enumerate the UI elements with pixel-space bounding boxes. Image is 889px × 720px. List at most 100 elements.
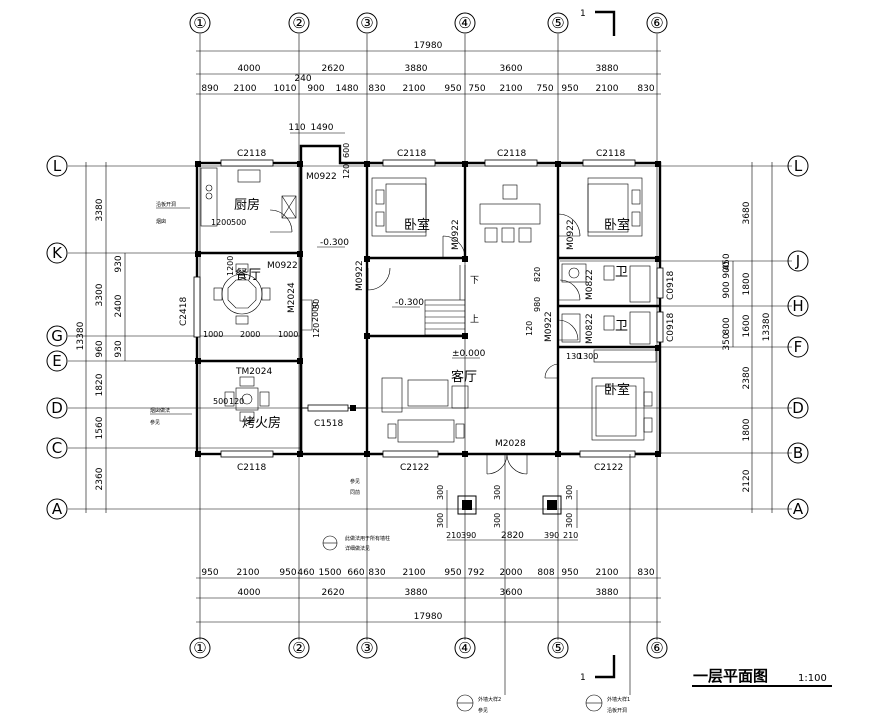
- svg-text:D: D: [792, 399, 804, 417]
- row-axis-markers-right: L J H F D B A: [787, 155, 809, 520]
- svg-text:950: 950: [444, 84, 461, 94]
- axis-marker-2-bottom: ②: [288, 637, 310, 659]
- svg-text:M0922: M0922: [451, 219, 461, 250]
- axis-marker-J-right: J: [787, 250, 809, 272]
- misc-dimensions: 120 600 1200 500 1000 2000 1000 500 120 …: [203, 143, 598, 541]
- svg-text:③: ③: [360, 14, 373, 32]
- svg-text:500: 500: [213, 397, 228, 406]
- svg-text:3300: 3300: [95, 283, 105, 306]
- svg-text:④: ④: [458, 14, 471, 32]
- drawing-title: 一层平面图 1:100: [692, 667, 832, 687]
- axis-marker-3-top: ③: [356, 12, 378, 34]
- svg-text:A: A: [52, 500, 63, 518]
- room-labels: 厨房 餐厅 卧室 卧室 卧室 客厅 烤火房 卫 卫: [234, 197, 630, 431]
- svg-text:M0822: M0822: [585, 269, 595, 300]
- svg-text:D: D: [51, 399, 63, 417]
- stair: [424, 265, 466, 336]
- svg-text:300: 300: [436, 485, 445, 500]
- svg-text:2000: 2000: [500, 568, 523, 578]
- room-bedroom-3: 卧室: [604, 382, 630, 398]
- svg-text:M0822: M0822: [585, 313, 595, 344]
- svg-text:外墙大样2: 外墙大样2: [478, 696, 501, 703]
- svg-text:3680: 3680: [742, 201, 752, 224]
- axis-marker-L-right: L: [787, 155, 809, 177]
- svg-text:390: 390: [544, 531, 559, 540]
- axis-marker-6-bottom: ⑥: [646, 637, 668, 659]
- svg-text:-0.300: -0.300: [395, 298, 424, 308]
- svg-text:750: 750: [536, 84, 553, 94]
- svg-text:L: L: [794, 157, 803, 175]
- svg-text:⑥: ⑥: [650, 14, 663, 32]
- axis-marker-5-bottom: ⑤: [547, 637, 569, 659]
- svg-text:C1518: C1518: [314, 419, 343, 429]
- svg-text:1800: 1800: [742, 418, 752, 441]
- svg-text:C2122: C2122: [400, 463, 429, 473]
- svg-text:L: L: [53, 157, 62, 175]
- svg-text:4000: 4000: [238, 64, 261, 74]
- svg-text:300: 300: [565, 513, 574, 528]
- svg-text:-0.300: -0.300: [320, 238, 349, 248]
- svg-text:500: 500: [231, 218, 246, 227]
- svg-text:950: 950: [201, 568, 218, 578]
- porch: [446, 490, 578, 541]
- svg-text:参见: 参见: [478, 707, 488, 714]
- notes: 沿板开洞 烟囱 烟囱做法 参见 参见 同前 此做法用于所有墙柱 详细做法见 外墙…: [150, 201, 631, 714]
- svg-text:M0922: M0922: [544, 311, 554, 342]
- svg-text:450: 450: [722, 253, 732, 270]
- svg-text:3600: 3600: [500, 588, 523, 598]
- svg-text:4000: 4000: [238, 588, 261, 598]
- svg-text:350: 350: [722, 333, 732, 350]
- windows: [193, 159, 664, 458]
- axis-marker-3-bottom: ③: [356, 637, 378, 659]
- svg-text:1300: 1300: [578, 352, 598, 361]
- svg-text:2100: 2100: [403, 568, 426, 578]
- svg-text:1000: 1000: [278, 330, 298, 339]
- svg-text:300: 300: [493, 485, 502, 500]
- svg-text:同前: 同前: [350, 489, 360, 496]
- axis-marker-1-bottom: ①: [189, 637, 211, 659]
- axis-marker-L-left: L: [46, 155, 68, 177]
- room-fire: 烤火房: [242, 415, 281, 431]
- svg-text:2100: 2100: [234, 84, 257, 94]
- left-dimensions: 13380 3380 3300 960 1820 1560 2360 930 2…: [76, 162, 126, 513]
- room-bedroom-2: 卧室: [604, 217, 630, 233]
- bottom-dimensions: 950 2100 950 460 1500 660 830 2100 950 7…: [196, 568, 661, 623]
- svg-text:上: 上: [470, 314, 479, 325]
- svg-text:C2118: C2118: [596, 149, 625, 159]
- svg-text:M2028: M2028: [495, 439, 526, 449]
- level-marks: -0.300 -0.300 ±0.000 下 上: [317, 238, 486, 359]
- room-kitchen: 厨房: [234, 197, 260, 213]
- svg-text:17980: 17980: [414, 41, 443, 51]
- columns: [195, 161, 661, 457]
- svg-text:外墙大样1: 外墙大样1: [607, 696, 630, 703]
- fire-room-table: [224, 376, 270, 422]
- svg-text:参见: 参见: [150, 419, 160, 426]
- svg-text:M0922: M0922: [306, 172, 337, 182]
- right-dimensions: 13380 3680 1800 1600 2380 1800 2120 900 …: [722, 162, 773, 513]
- svg-text:2000: 2000: [311, 302, 320, 322]
- svg-text:②: ②: [292, 14, 305, 32]
- svg-text:C2418: C2418: [179, 297, 189, 326]
- svg-text:下: 下: [470, 276, 479, 286]
- svg-text:1600: 1600: [742, 314, 752, 337]
- svg-text:960: 960: [95, 340, 105, 357]
- svg-text:900: 900: [722, 281, 732, 298]
- svg-text:792: 792: [467, 568, 484, 578]
- svg-text:930: 930: [114, 255, 124, 272]
- svg-text:390: 390: [461, 531, 476, 540]
- svg-text:50: 50: [312, 299, 321, 309]
- svg-text:参见: 参见: [350, 478, 360, 485]
- svg-text:M0922: M0922: [267, 261, 298, 271]
- svg-text:900: 900: [307, 84, 324, 94]
- axis-marker-E-left: E: [46, 350, 68, 372]
- svg-text:C: C: [52, 439, 62, 457]
- svg-text:950: 950: [561, 568, 578, 578]
- svg-text:M2024: M2024: [287, 282, 297, 313]
- svg-text:3600: 3600: [500, 64, 523, 74]
- dining-table: [213, 263, 271, 325]
- svg-text:②: ②: [292, 639, 305, 657]
- svg-text:950: 950: [561, 84, 578, 94]
- svg-text:460: 460: [297, 568, 314, 578]
- kitchen-furniture: [200, 167, 297, 227]
- svg-text:此做法用于所有墙柱: 此做法用于所有墙柱: [345, 535, 390, 542]
